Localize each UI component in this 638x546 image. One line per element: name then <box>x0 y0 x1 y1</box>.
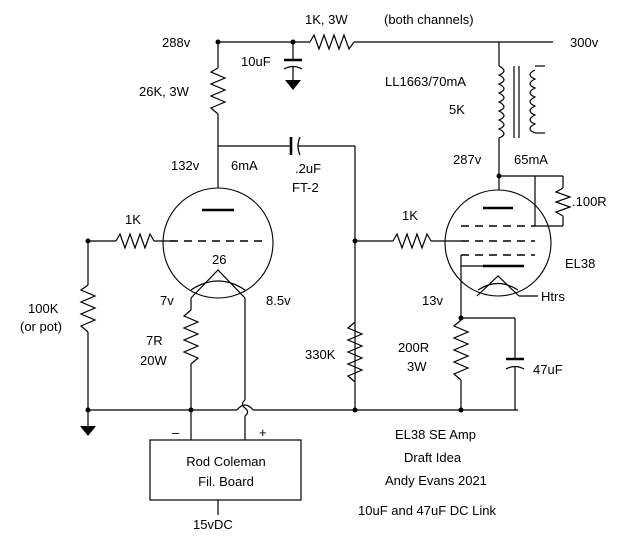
label-7r: 7R <box>146 333 163 348</box>
label-13v: 13v <box>422 293 443 308</box>
label-or-pot: (or pot) <box>20 319 62 334</box>
tube-el38 <box>444 176 552 297</box>
label-200r: 200R <box>398 340 429 355</box>
label-3w: 3W <box>407 359 427 374</box>
label-minus: – <box>172 425 180 440</box>
label-htrs: Htrs <box>541 289 565 304</box>
label-10uf: 10uF <box>241 54 271 69</box>
grid-stopper-1k <box>355 232 461 250</box>
label-330k: 330K <box>305 347 336 362</box>
filament-board <box>149 439 302 515</box>
tube-26 <box>162 187 274 299</box>
label-el38: EL38 <box>565 256 595 271</box>
cathode-network <box>452 266 525 410</box>
label-85v: 8.5v <box>266 293 291 308</box>
plate-resistor-26k <box>209 42 227 210</box>
label-20w: 20W <box>140 353 167 368</box>
screen-resistor-100r <box>496 173 572 227</box>
title-line1: EL38 SE Amp <box>395 427 476 442</box>
label-1k-right: 1K <box>402 208 418 223</box>
label-300v: 300v <box>570 35 599 50</box>
label-132v: 132v <box>171 158 200 173</box>
grid-leak-330k <box>346 321 364 383</box>
label-288v: 288v <box>162 35 191 50</box>
label-100r: .100R <box>572 194 607 209</box>
label-1k-left: 1K <box>125 212 141 227</box>
output-transformer <box>497 42 545 205</box>
title-line3: Andy Evans 2021 <box>385 473 487 488</box>
label-15vdc: 15vDC <box>193 517 233 532</box>
label-65ma: 65mA <box>514 152 548 167</box>
ground-rail <box>88 407 518 413</box>
label-tube-26: 26 <box>212 252 226 267</box>
title-line2: Draft Idea <box>404 450 462 465</box>
label-26k-3w: 26K, 3W <box>139 84 190 99</box>
decoupling-cap-10uf <box>283 42 303 90</box>
label-47uf: 47uF <box>533 362 563 377</box>
label-transformer: LL1663/70mA <box>385 74 466 89</box>
label-5k: 5K <box>449 102 465 117</box>
label-both-channels: (both channels) <box>384 12 474 27</box>
bplus-rail <box>215 33 553 51</box>
coupling-cap-02uf <box>218 136 358 410</box>
label-287v: 287v <box>453 152 482 167</box>
filament-circuit <box>182 298 254 440</box>
label-ft2: FT-2 <box>292 180 319 195</box>
note-dc-link: 10uF and 47uF DC Link <box>358 503 497 518</box>
label-02uf: .2uF <box>295 161 321 176</box>
label-6ma: 6mA <box>231 158 258 173</box>
label-100k: 100K <box>28 301 59 316</box>
board-label-line1: Rod Coleman <box>186 454 266 469</box>
label-plus: + <box>259 425 267 440</box>
label-7v: 7v <box>160 293 174 308</box>
input-network <box>79 232 175 436</box>
label-1k-3w: 1K, 3W <box>305 12 348 27</box>
board-label-line2: Fil. Board <box>198 474 254 489</box>
